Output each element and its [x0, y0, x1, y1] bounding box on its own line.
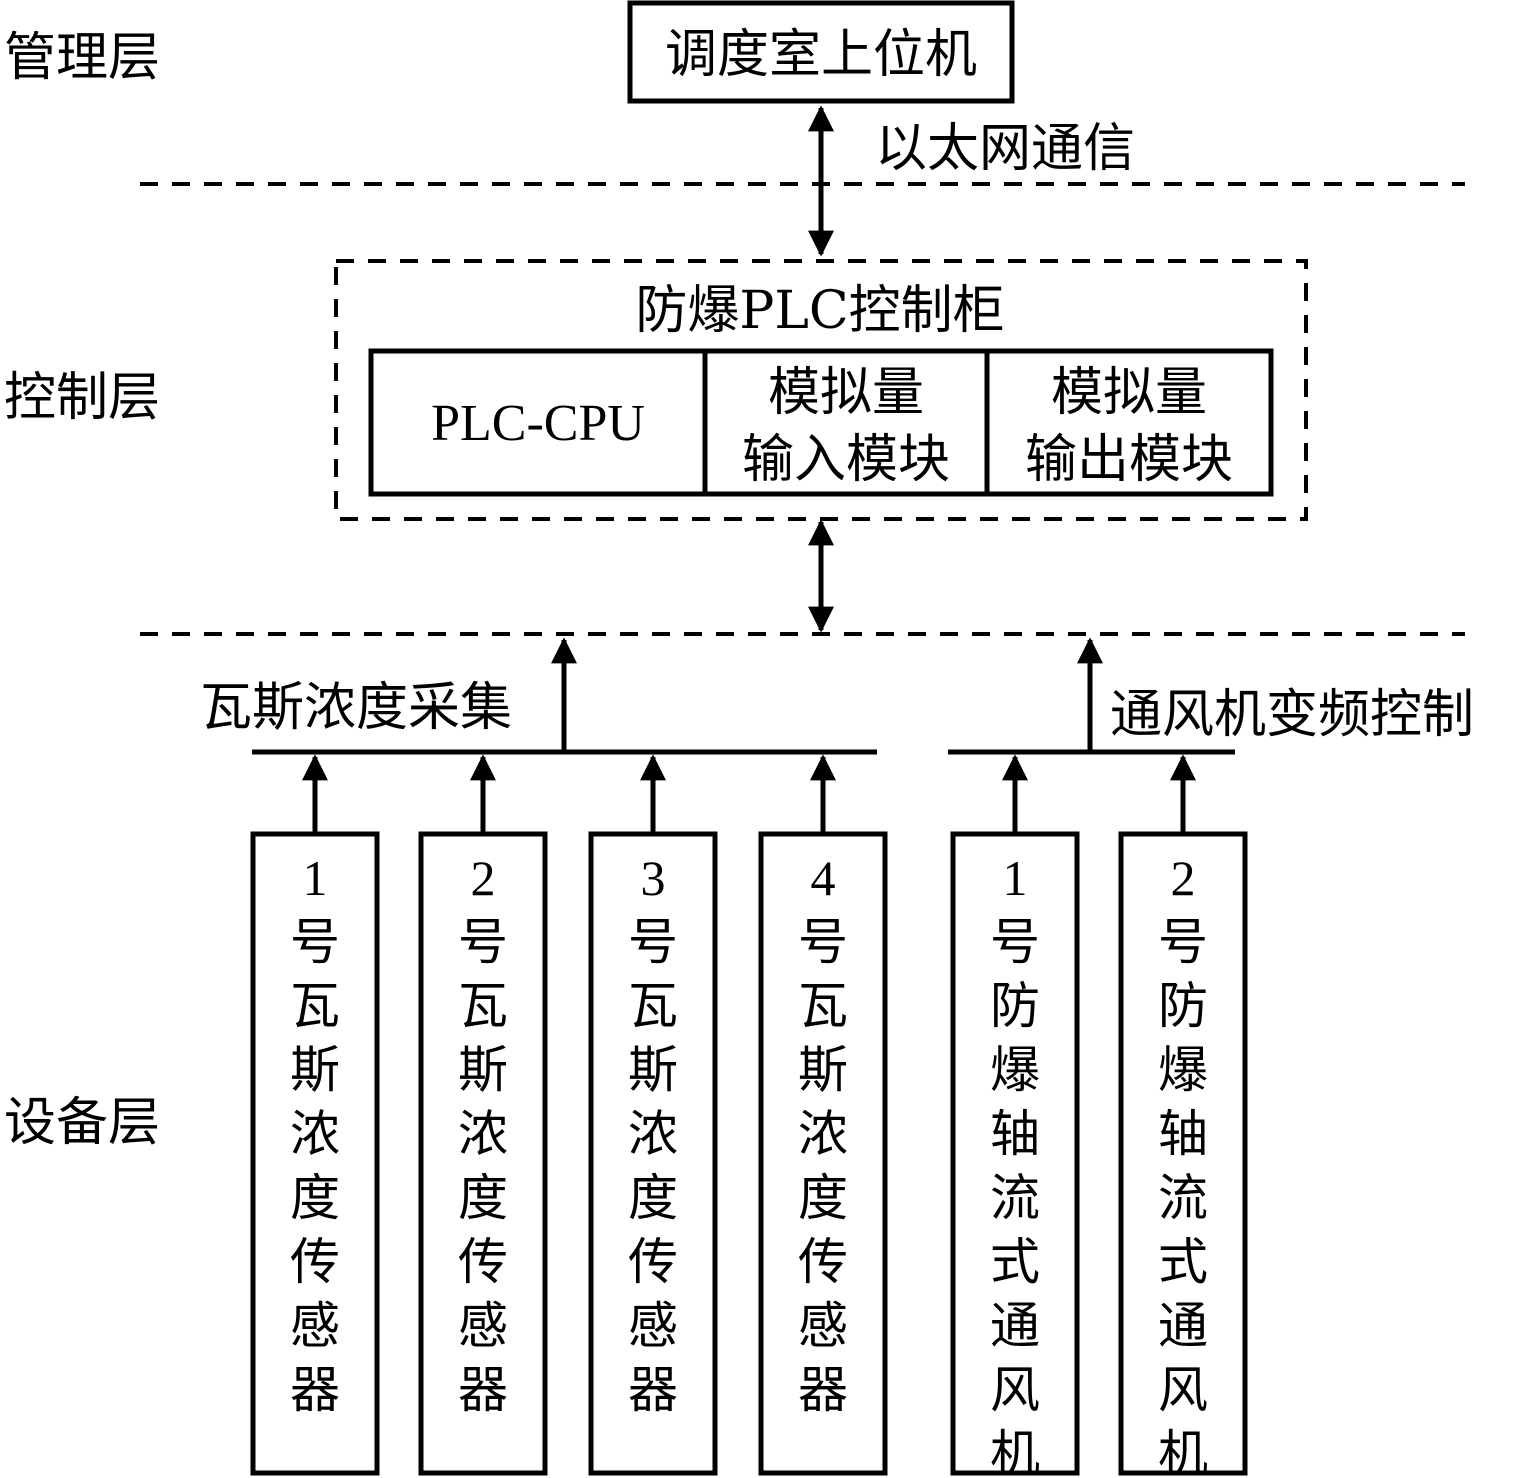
- ethernet-link-label: 以太网通信: [875, 119, 1135, 179]
- gas-sensor-4-box: [758, 831, 888, 1476]
- plc-cabinet-frame: [334, 259, 1308, 521]
- analog-output-label-line2: 输出模块: [1025, 430, 1233, 490]
- analog-output-label-line1: 模拟量: [1051, 363, 1207, 423]
- host-computer-box: [627, 0, 1015, 104]
- plc-cpu-label: PLC-CPU: [431, 395, 645, 452]
- gas-sensor-3-box: [588, 831, 718, 1476]
- gas-sensor-2-box: [418, 831, 548, 1476]
- gas-sensor-1-box: [250, 831, 380, 1476]
- gas-collection-label: 瓦斯浓度采集: [200, 678, 512, 738]
- ventilation-fan-2-box: [1118, 831, 1248, 1476]
- fan-control-label: 通风机变频控制: [1110, 685, 1474, 745]
- plc-module-row: [368, 348, 1274, 497]
- analog-input-label-line2: 输入模块: [742, 430, 950, 490]
- layer-label-management: 管理层: [4, 28, 160, 88]
- host-computer-label: 调度室上位机: [665, 25, 977, 85]
- layer-label-control: 控制层: [4, 368, 160, 428]
- plc-cabinet-title: 防爆PLC控制柜: [635, 281, 1004, 341]
- analog-input-label-line1: 模拟量: [768, 363, 924, 423]
- ventilation-fan-1-box: [950, 831, 1080, 1476]
- layer-label-device: 设备层: [4, 1093, 160, 1153]
